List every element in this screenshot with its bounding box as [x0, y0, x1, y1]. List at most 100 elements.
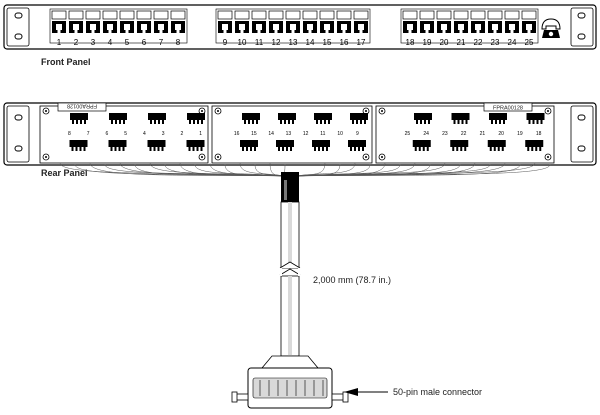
idc-connector — [242, 113, 260, 124]
cable-length-label: 2,000 mm (78.7 in.) — [313, 275, 391, 285]
port-number: 6 — [142, 38, 147, 47]
idc-pin — [250, 147, 252, 151]
rear-tag-right — [483, 102, 533, 112]
idc-pin — [256, 120, 258, 124]
rear-port-code: 21 — [480, 131, 486, 137]
board-screw-center — [547, 156, 549, 158]
port-label-window — [234, 10, 250, 20]
rear-port-code: 22 — [461, 131, 467, 137]
idc-connector — [312, 140, 330, 151]
rj45-latch — [108, 30, 112, 33]
rj45-port-25: 25 — [521, 10, 537, 47]
port-label-window — [102, 10, 118, 20]
idc-pin — [122, 147, 125, 151]
idc-pin — [352, 120, 354, 124]
rj45-port-17: 17 — [353, 10, 369, 47]
rj45-opening — [256, 24, 262, 30]
idc-pin — [282, 147, 284, 151]
rear-port-code: 4 — [143, 131, 146, 137]
idc-body — [276, 140, 294, 147]
idc-connector — [187, 113, 205, 124]
rj45-port-6: 6 — [136, 10, 152, 47]
idc-pin — [527, 147, 530, 151]
idc-connector — [240, 140, 258, 151]
idc-body — [487, 140, 506, 147]
port-label-window — [217, 10, 233, 20]
rear-port-code: 15 — [251, 131, 257, 137]
rj45-port-21: 21 — [453, 10, 469, 47]
idc-pin — [161, 147, 164, 151]
idc-pin — [118, 147, 121, 151]
port-label-window — [504, 10, 520, 20]
port-number: 4 — [108, 38, 113, 47]
rj45-latch — [510, 30, 514, 33]
rj45-latch — [527, 30, 531, 33]
cable — [279, 201, 301, 357]
idc-pin — [356, 120, 358, 124]
mount-hole — [577, 12, 586, 19]
connector-callout: 50-pin male connector — [344, 387, 482, 397]
rear-connector-group — [69, 113, 545, 151]
port-number: 16 — [340, 38, 349, 47]
idc-pin — [364, 120, 366, 124]
idc-body — [350, 113, 368, 120]
port-number: 25 — [525, 38, 534, 47]
rear-port-code: 3 — [162, 131, 165, 137]
board-screw-center — [365, 110, 367, 112]
wire — [293, 162, 446, 177]
cable-boot — [281, 172, 299, 202]
port-label-window — [487, 10, 503, 20]
port-number: 2 — [74, 38, 79, 47]
idc-pin — [284, 120, 286, 124]
idc-connector — [69, 140, 88, 151]
rj45-latch — [359, 30, 363, 33]
idc-pin — [503, 120, 505, 124]
idc-pin — [189, 120, 191, 124]
rear-left-ear — [6, 105, 30, 163]
idc-pin — [426, 147, 429, 151]
idc-pin — [424, 120, 426, 124]
port-label-window — [336, 10, 352, 20]
rj45-port-8: 8 — [170, 10, 186, 47]
idc-pin — [162, 120, 164, 124]
rj45-opening — [324, 24, 330, 30]
rj45-opening — [141, 24, 147, 30]
idc-pin — [495, 120, 497, 124]
port-number: 13 — [289, 38, 298, 47]
rear-port-code: 23 — [442, 131, 448, 137]
idc-body — [148, 113, 166, 120]
rj45-opening — [458, 24, 464, 30]
port-number: 17 — [357, 38, 366, 47]
connector-label: 50-pin male connector — [393, 387, 482, 397]
idc-pin — [328, 120, 330, 124]
rj45-opening — [73, 24, 79, 30]
idc-pin — [244, 120, 246, 124]
port-label-window — [402, 10, 418, 20]
rj45-latch — [274, 30, 278, 33]
port-number: 3 — [91, 38, 96, 47]
port-label-window — [285, 10, 301, 20]
idc-pin — [193, 120, 195, 124]
telephone-icon — [541, 18, 561, 38]
idc-body — [187, 113, 205, 120]
rj45-opening — [424, 24, 430, 30]
idc-pin — [314, 147, 316, 151]
wire — [209, 162, 283, 177]
rear-port-code: 16 — [234, 131, 240, 137]
idc-pin — [536, 120, 539, 124]
rj45-port-7: 7 — [153, 10, 169, 47]
idc-pin — [418, 147, 421, 151]
rj45-opening — [124, 24, 130, 30]
idc-pin — [318, 147, 320, 151]
port-label-window — [153, 10, 169, 20]
idc-body — [147, 140, 166, 147]
idc-pin — [248, 120, 250, 124]
board-screw-center — [45, 110, 47, 112]
rear-port-code: 2 — [180, 131, 183, 137]
idc-connector — [487, 140, 506, 151]
idc-connector — [278, 113, 296, 124]
rear-port-code: 10 — [337, 131, 343, 137]
port-number: 1 — [57, 38, 62, 47]
rj45-latch — [57, 30, 61, 33]
